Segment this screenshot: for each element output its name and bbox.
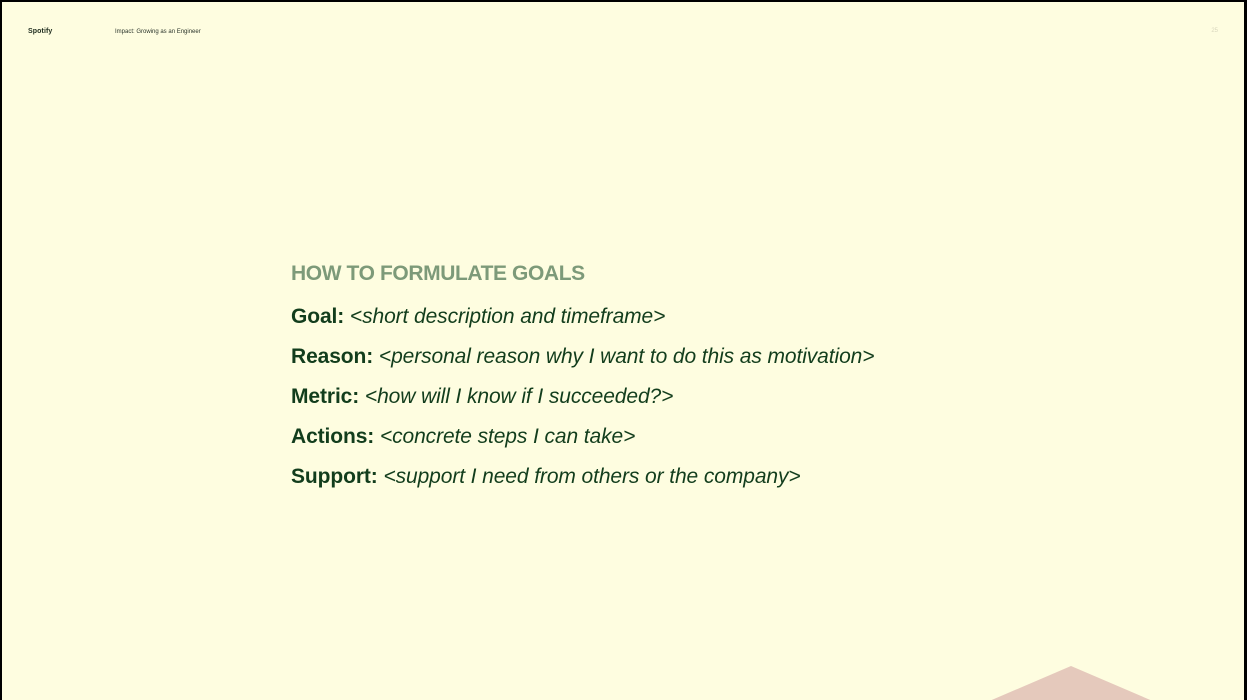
goal-row-label: Metric: [291,385,360,408]
goal-row-goal: Goal: <short description and timeframe> [291,297,1091,337]
page-number: 25 [1211,28,1218,34]
brand-label: Spotify [28,28,53,35]
goal-row-text: <how will I know if I succeeded?> [364,385,674,408]
goal-row-label: Support: [291,465,378,488]
goal-row-metric: Metric: <how will I know if I succeeded?… [291,377,1091,417]
goal-row-reason: Reason: <personal reason why I want to d… [291,337,1091,377]
goal-row-label: Goal: [291,305,345,328]
decorative-peak-shape [991,666,1151,700]
slide-heading: HOW TO FORMULATE GOALS [291,262,585,285]
goal-row-actions: Actions: <concrete steps I can take> [291,417,1091,457]
goal-template-list: Goal: <short description and timeframe> … [291,297,1091,497]
goal-row-text: <concrete steps I can take> [379,425,636,448]
goal-row-label: Reason: [291,345,374,368]
goal-row-text: <personal reason why I want to do this a… [378,345,875,368]
slide-content: HOW TO FORMULATE GOALS Goal: <short desc… [291,260,1091,497]
goal-row-support: Support: <support I need from others or … [291,457,1091,497]
goal-row-text: <short description and timeframe> [349,305,666,328]
deck-title: Impact: Growing as an Engineer [115,29,201,35]
goal-row-label: Actions: [291,425,375,448]
goal-row-text: <support I need from others or the compa… [383,465,801,488]
